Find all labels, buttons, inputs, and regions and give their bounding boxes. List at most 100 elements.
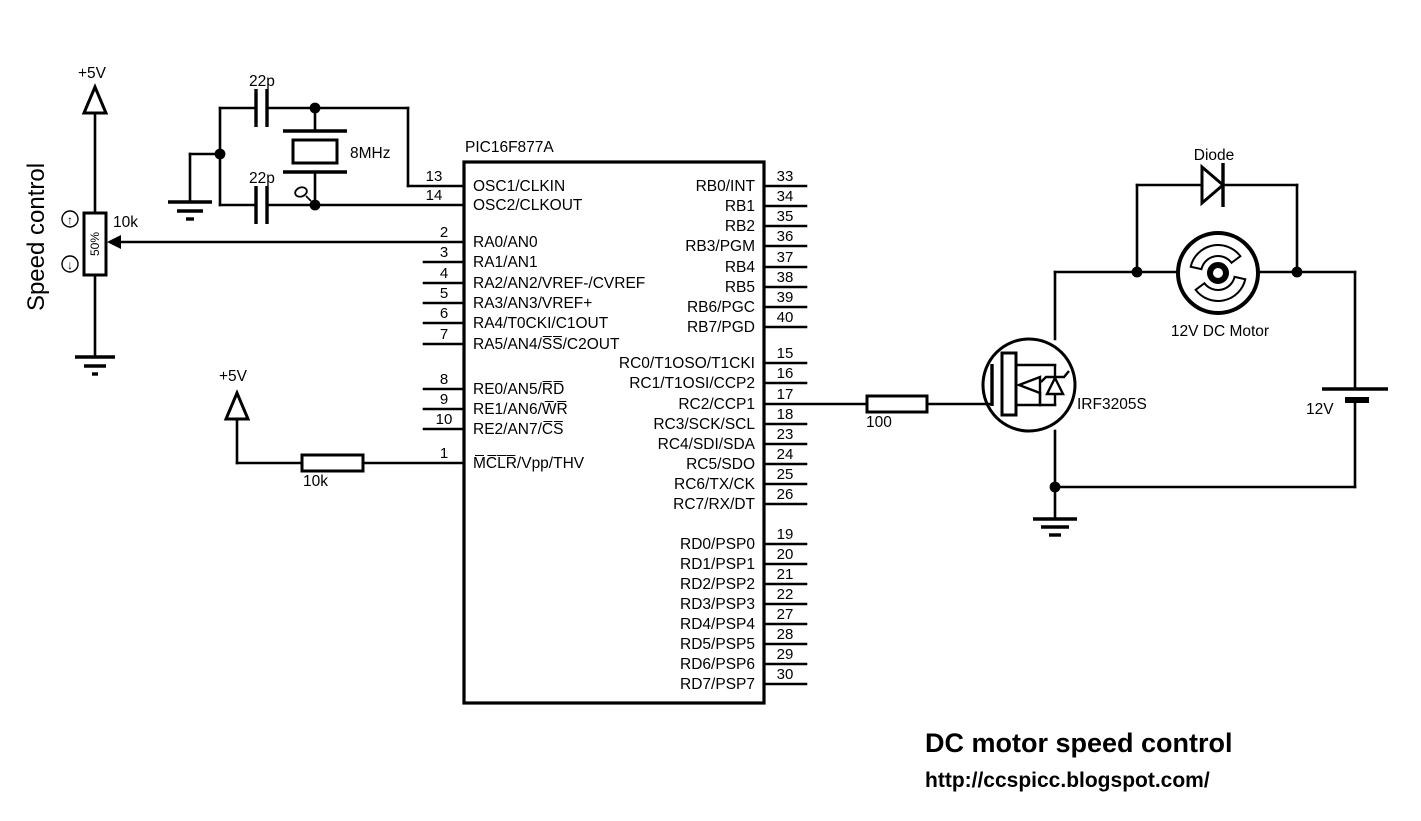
- pin-right-15: 15 RC0/T1OSO/T1CKI: [619, 345, 808, 372]
- title-block: DC motor speed control http://ccspicc.bl…: [925, 728, 1233, 792]
- pin-number: 3: [440, 244, 448, 261]
- pin-number: 33: [777, 168, 794, 185]
- pin-right-16: 16 RC1/T1OSI/CCP2: [629, 365, 808, 392]
- vcc-power-symbol: +5V: [78, 65, 109, 215]
- pin-number: 25: [777, 466, 794, 483]
- gate-resistor-label: 100: [866, 414, 892, 431]
- pin-label: RB2: [725, 218, 755, 235]
- mclr-pullup-section: +5V 10k: [219, 368, 466, 490]
- pin-number: 5: [440, 285, 448, 302]
- pin-label: RC3/SCK/SCL: [653, 416, 755, 433]
- pin-left-13: 13 OSC1/CLKIN: [426, 168, 566, 195]
- pin-left-5: 5 RA3/AN3/VREF+: [422, 285, 592, 312]
- mclr-resistor-label: 10k: [303, 473, 328, 490]
- pin-label: RE2/AN7/C̅S̅: [473, 421, 563, 438]
- pin-left-7: 7 RA5/AN4/S̅S̅/C2OUT: [422, 326, 620, 353]
- pin-number: 34: [777, 188, 794, 205]
- pin-label: RB3/PGM: [685, 238, 755, 255]
- pin-number: 27: [777, 606, 794, 623]
- pin-right-39: 39 RB6/PGC: [687, 289, 808, 316]
- pin-number: 20: [777, 546, 794, 563]
- pin-right-29: 29 RD6/PSP6: [680, 646, 808, 673]
- pin-right-19: 19 RD0/PSP0: [680, 526, 808, 553]
- pot-wiper-percent: 50%: [88, 232, 102, 256]
- pin-number: 16: [777, 365, 794, 382]
- channel-bar: [1000, 351, 1018, 417]
- vcc-label: +5V: [78, 65, 107, 82]
- speed-control-section: Speed control +5V 50% 10k ↑ ↓: [23, 65, 466, 376]
- pin-label: RA3/AN3/VREF+: [473, 295, 592, 312]
- pin-number: 26: [777, 486, 794, 503]
- pin-label: RC0/T1OSO/T1CKI: [619, 355, 755, 372]
- diode-label: Diode: [1194, 147, 1235, 164]
- chip-name: PIC16F877A: [465, 139, 554, 156]
- pin-number: 35: [777, 208, 794, 225]
- pin-number: 7: [440, 326, 448, 343]
- pin-label: RE0/AN5/R̅D̅: [473, 381, 564, 398]
- pin-right-28: 28 RD5/PSP5: [680, 626, 808, 653]
- pin-number: 38: [777, 269, 794, 286]
- pin-left-6: 6 RA4/T0CKI/C1OUT: [422, 305, 609, 332]
- pin-number: 21: [777, 566, 794, 583]
- pin-label: RD1/PSP1: [680, 556, 755, 573]
- potentiometer: 50% 10k ↑ ↓: [61, 210, 466, 277]
- pin-label: RB4: [725, 259, 756, 276]
- pic16f877a-chip: PIC16F877A 13 OSC1/CLKIN 14 OSC2/CLKOUT …: [422, 139, 808, 705]
- pin-right-25: 25 RC6/TX/CK: [674, 466, 808, 493]
- pin-left-2: 2 RA0/AN0: [440, 224, 538, 251]
- capacitor-top-22p: 22p: [249, 73, 275, 127]
- resistor-100: 100: [865, 394, 929, 431]
- battery-12v: 12V: [1053, 270, 1388, 489]
- decrease-circle: [61, 255, 79, 273]
- crystal-8mhz: 8MHz: [283, 106, 390, 207]
- pin-right-27: 27 RD4/PSP4: [680, 606, 808, 633]
- pin-label: RB0/INT: [696, 178, 756, 195]
- power-arrow-icon: [81, 83, 109, 115]
- pin-label: RC2/CCP1: [678, 396, 755, 413]
- pin-right-21: 21 RD2/PSP2: [680, 566, 808, 593]
- motor-section: Diode 12V DC Motor: [1053, 147, 1357, 340]
- decrease-arrow-icon: ↓: [67, 258, 73, 272]
- pin-label: RC4/SDI/SDA: [658, 436, 756, 453]
- pin-right-20: 20 RD1/PSP1: [680, 546, 808, 573]
- pin-right-33: 33 RB0/INT: [696, 168, 808, 195]
- pin-right-34: 34 RB1: [725, 188, 808, 215]
- pin-left-8: 8 RE0/AN5/R̅D̅: [422, 371, 564, 398]
- pin-number: 6: [440, 305, 448, 322]
- crystal-freq-label: 8MHz: [350, 145, 390, 162]
- battery-label: 12V: [1306, 401, 1334, 418]
- pin-right-22: 22 RD3/PSP3: [680, 586, 808, 613]
- pin-label: RE1/AN6/W̅R̅: [473, 401, 568, 418]
- pin-label: RD4/PSP4: [680, 616, 755, 633]
- pin-right-24: 24 RC5/SDO: [686, 446, 808, 473]
- cap-top-label: 22p: [249, 73, 275, 90]
- pin-label: M̅C̅L̅R̅/Vpp/THV: [473, 455, 585, 472]
- pin-number: 37: [777, 249, 794, 266]
- wiper-arrowhead: [107, 235, 121, 249]
- motor-brushes: [1189, 243, 1247, 303]
- body-diode: [1040, 365, 1070, 405]
- pin-label: RA2/AN2/VREF-/CVREF: [473, 275, 645, 292]
- source-ground-symbol: [1033, 485, 1077, 537]
- pin-left-14: 14 OSC2/CLKOUT: [426, 187, 583, 214]
- pin-right-35: 35 RB2: [725, 208, 808, 235]
- pin-label: RC6/TX/CK: [674, 476, 756, 493]
- pin-label: RC5/SDO: [686, 456, 755, 473]
- crystal-oscillator-section: 22p 22p 8MHz: [168, 73, 466, 224]
- pin-right-38: 38 RB5: [725, 269, 808, 296]
- pin-number: 14: [426, 187, 443, 204]
- pin-left-4: 4 RA2/AN2/VREF-/CVREF: [422, 265, 645, 292]
- pin-number: 39: [777, 289, 794, 306]
- pin-label: RA5/AN4/S̅S̅/C2OUT: [473, 336, 620, 353]
- cap-bottom-label: 22p: [249, 170, 275, 187]
- pin-label: RD2/PSP2: [680, 576, 755, 593]
- pot-value-label: 10k: [113, 214, 138, 231]
- pot-ground-symbol: [75, 273, 115, 376]
- pin-right-23: 23 RC4/SDI/SDA: [658, 426, 808, 453]
- pin-label: RD7/PSP7: [680, 676, 755, 693]
- pin-right-17: 17 RC2/CCP1: [678, 386, 793, 413]
- pin-number: 36: [777, 228, 794, 245]
- motor-label: 12V DC Motor: [1171, 323, 1269, 340]
- increase-circle: [61, 210, 79, 228]
- pin-number: 40: [777, 309, 794, 326]
